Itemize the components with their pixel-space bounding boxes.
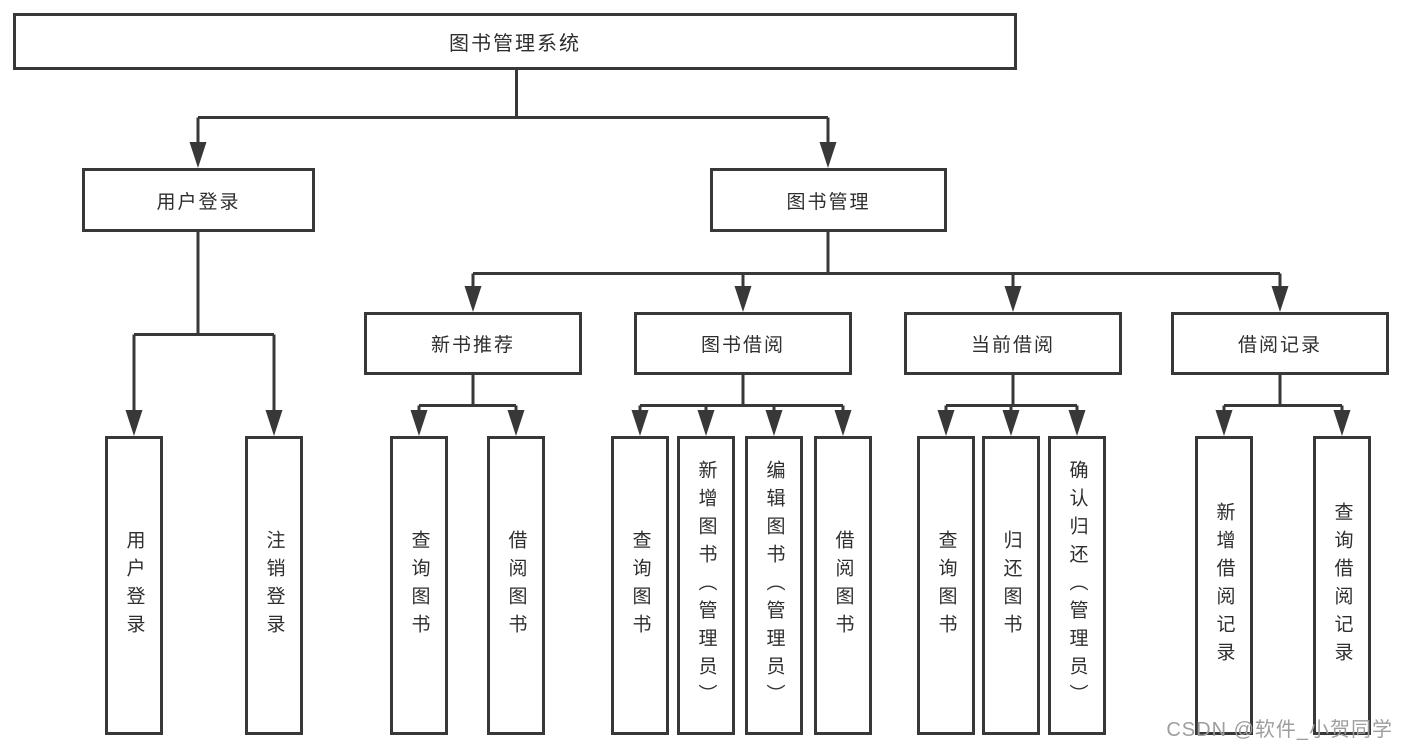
watermark-text: CSDN @软件_小贺同学 [1166, 719, 1393, 741]
leaf-label: 借阅图书 [505, 529, 527, 642]
leaf-return-books: 归还图书 [982, 436, 1040, 735]
leaf-label: 新增图书（管理员） [695, 459, 717, 712]
leaf-label: 确认归还（管理员） [1066, 459, 1088, 712]
leaf-label: 用户登录 [123, 529, 145, 642]
leaf-logout: 注销登录 [245, 436, 303, 735]
leaf-add-borrow-record: 新增借阅记录 [1195, 436, 1253, 735]
leaf-edit-books-admin: 编辑图书（管理员） [745, 436, 803, 735]
connector-root-to-level2 [189, 70, 837, 168]
connector-borrow-records-to-leaves [1215, 375, 1351, 436]
leaf-query-books-2: 查询图书 [611, 436, 669, 735]
node-label: 借阅记录 [1237, 335, 1322, 356]
leaf-query-books-1: 查询图书 [390, 436, 448, 735]
leaf-label: 借阅图书 [832, 529, 854, 642]
node-label: 新书推荐 [430, 335, 515, 356]
node-book-borrow: 图书借阅 [634, 312, 852, 375]
leaf-label: 查询图书 [408, 529, 430, 642]
leaf-add-books-admin: 新增图书（管理员） [677, 436, 735, 735]
leaf-borrow-books-1: 借阅图书 [487, 436, 545, 735]
connector-book-borrow-to-leaves [631, 375, 852, 436]
leaf-label: 编辑图书（管理员） [763, 459, 785, 712]
leaf-query-borrow-record: 查询借阅记录 [1313, 436, 1371, 735]
node-borrow-records: 借阅记录 [1171, 312, 1389, 375]
node-label: 图书借阅 [700, 335, 785, 356]
leaf-label: 新增借阅记录 [1213, 501, 1235, 670]
node-book-mgmt: 图书管理 [710, 168, 947, 232]
node-current-borrow: 当前借阅 [904, 312, 1122, 375]
leaf-confirm-return-admin: 确认归还（管理员） [1048, 436, 1106, 735]
leaf-query-books-3: 查询图书 [917, 436, 975, 735]
node-root-label: 图书管理系统 [449, 33, 581, 55]
leaf-label: 注销登录 [263, 529, 285, 642]
connector-new-books-to-leaves [410, 375, 525, 436]
connector-user-login-to-leaves [125, 232, 283, 436]
leaf-label: 归还图书 [1000, 529, 1022, 642]
node-root: 图书管理系统 [13, 13, 1017, 70]
leaf-label: 查询借阅记录 [1331, 501, 1353, 670]
connector-current-borrow-to-leaves [937, 375, 1086, 436]
node-user-login: 用户登录 [82, 168, 315, 232]
leaf-label: 查询图书 [935, 529, 957, 642]
connector-book-mgmt-to-level3 [464, 232, 1289, 312]
node-new-books: 新书推荐 [364, 312, 582, 375]
leaf-borrow-books-2: 借阅图书 [814, 436, 872, 735]
node-label: 图书管理 [786, 191, 871, 213]
node-label: 用户登录 [156, 191, 241, 213]
leaf-label: 查询图书 [629, 529, 651, 642]
node-label: 当前借阅 [970, 335, 1055, 356]
leaf-user-login: 用户登录 [105, 436, 163, 735]
